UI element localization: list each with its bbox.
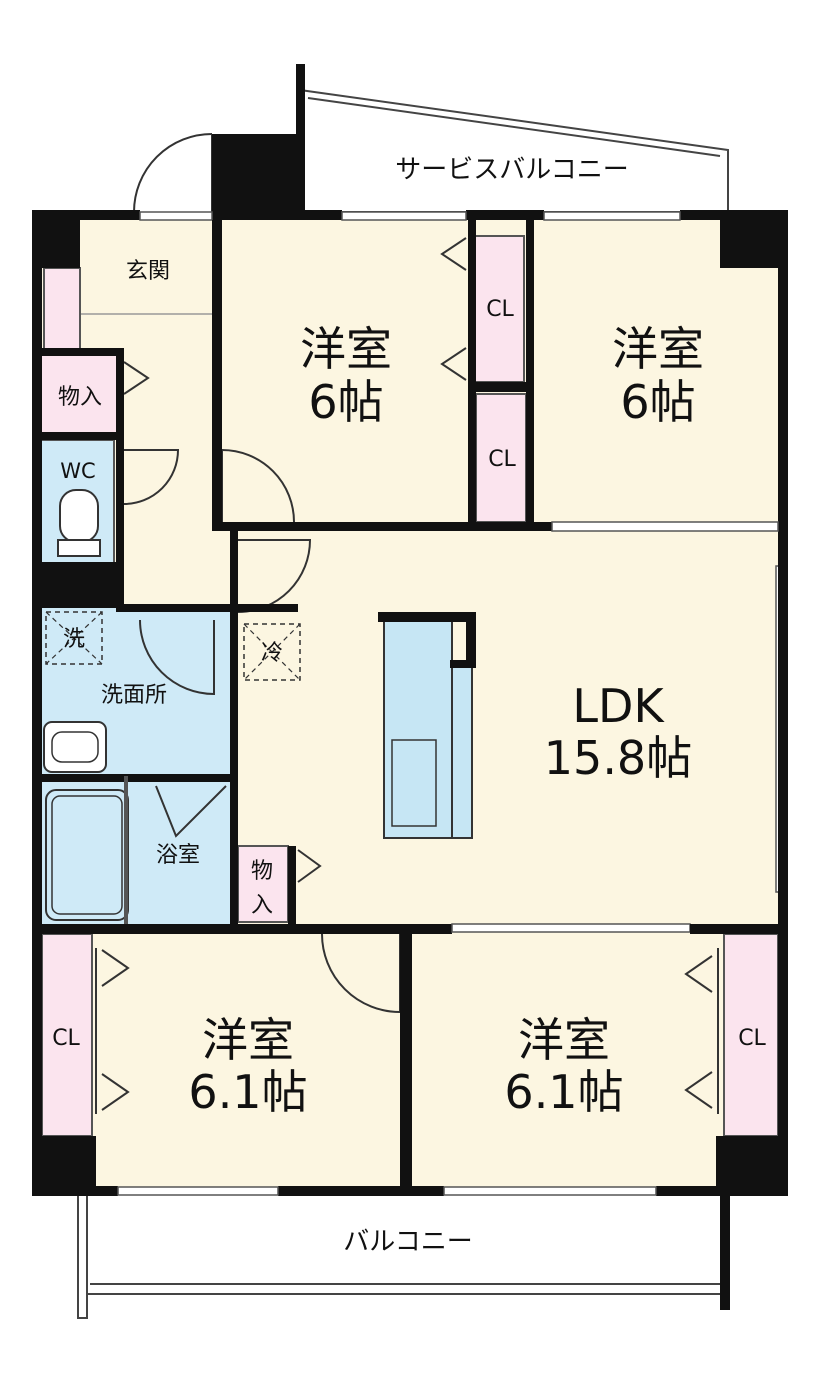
service-balcony-label: サービスバルコニー [395,155,628,185]
room-sw: 洋室 6.1帖 [96,932,402,1190]
storage-left-label: 物入 [58,385,102,410]
room-se-size: 6.1帖 [504,1065,623,1119]
wc-label: WC [60,459,95,483]
kitchen-counter [378,612,476,839]
ldk-name: LDK [572,679,665,733]
room-nw-size: 6帖 [308,375,383,429]
shoe-closet [43,267,81,351]
closet-ne-label: CL [488,447,516,472]
ldk-size: 15.8帖 [544,731,692,785]
fridge-space [243,623,301,681]
room-nw-name: 洋室 [300,322,392,376]
closet-sw-label: CL [52,1026,80,1051]
balcony: バルコニー [77,1193,730,1319]
washer-space [45,611,103,665]
room-sw-name: 洋室 [202,1013,294,1067]
entrance-label: 玄関 [126,259,170,284]
room-nw: 洋室 6帖 [220,220,470,523]
storage-left: 物入 [39,354,150,434]
fridge-label: 冷 [261,641,283,666]
washer-label: 洗 [63,627,85,652]
walls [32,134,788,1196]
service-balcony: サービスバルコニー [296,64,729,214]
room-ne-size: 6帖 [620,375,695,429]
room-se-name: 洋室 [518,1013,610,1067]
bath-label: 浴室 [156,843,200,868]
wc: WC [39,439,180,565]
toilet-icon [59,489,99,543]
room-sw-size: 6.1帖 [188,1065,307,1119]
washroom-label: 洗面所 [101,683,167,708]
room-se: 洋室 6.1帖 [412,932,718,1190]
bathtub-icon [45,789,129,921]
bath: 浴室 [40,780,230,926]
ldk: LDK 15.8帖 冷 物 入 [236,530,787,924]
storage-ldk-label-1: 物 [251,859,273,884]
sink-icon-kitchen [391,739,437,827]
closet-nw-label: CL [486,297,514,322]
washroom: 洗 洗面所 [40,608,230,776]
room-ne-name: 洋室 [612,322,704,376]
storage-ldk-label-2: 入 [251,893,273,918]
closet-nw: CL [440,235,525,383]
balcony-label: バルコニー [343,1227,472,1257]
entrance: 玄関 [80,133,213,315]
closet-ne: CL [475,393,562,523]
closet-se-label: CL [738,1026,766,1051]
room-ne: 洋室 6帖 [534,220,780,522]
